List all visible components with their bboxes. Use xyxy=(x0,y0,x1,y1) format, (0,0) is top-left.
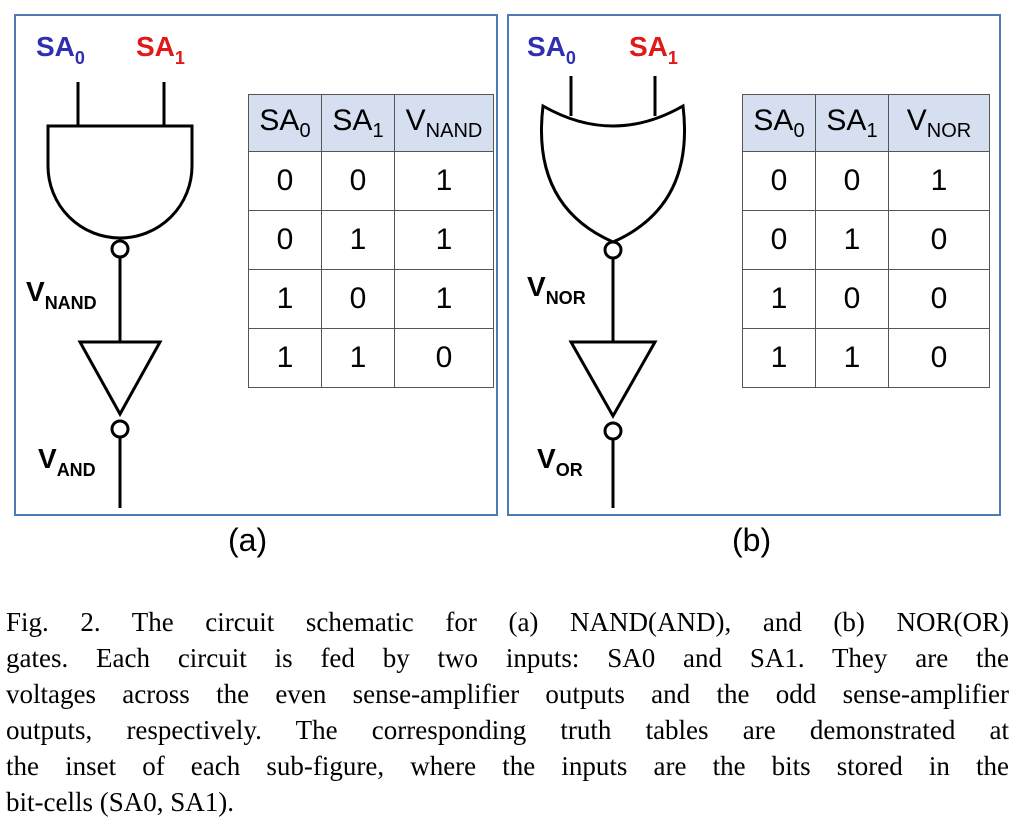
sa0-label: SA0 xyxy=(527,31,576,68)
table-cell: 1 xyxy=(815,210,889,270)
inverter-bubble xyxy=(110,419,130,439)
caption-line: Fig. 2. The circuit schematic for (a) NA… xyxy=(6,607,1009,637)
header-sa1: SA1 xyxy=(321,94,395,152)
inverter-gate xyxy=(77,340,163,418)
table-cell: 1 xyxy=(394,151,494,211)
table-cell: 0 xyxy=(742,210,816,270)
table-cell: 1 xyxy=(394,210,494,270)
nor-bubble xyxy=(603,240,623,260)
table-cell: 0 xyxy=(394,328,494,388)
subfigure-label-a: (a) xyxy=(228,522,268,558)
caption-line: the inset of each sub-figure, where the … xyxy=(6,751,1009,781)
table-cell: 0 xyxy=(888,210,990,270)
table-cell: 0 xyxy=(321,151,395,211)
table-header-row: SA0 SA1 VNAND xyxy=(248,94,494,152)
caption-line: bit-cells (SA0, SA1). xyxy=(6,787,234,817)
table-cell: 0 xyxy=(888,328,990,388)
table-cell: 0 xyxy=(742,151,816,211)
table-cell: 0 xyxy=(888,269,990,329)
caption-line: voltages across the even sense-amplifier… xyxy=(6,679,1009,709)
subfigure-label-b: (b) xyxy=(732,522,772,558)
table-cell: 1 xyxy=(248,328,322,388)
table-cell: 1 xyxy=(742,328,816,388)
sa0-label: SA0 xyxy=(36,31,85,68)
table-cell: 0 xyxy=(248,151,322,211)
sa1-label: SA1 xyxy=(136,31,185,68)
header-sa0: SA0 xyxy=(742,94,816,152)
nand-bubble xyxy=(110,239,130,259)
header-vnor: VNOR xyxy=(888,94,990,152)
inverter-bubble xyxy=(603,421,623,441)
figure-caption: Fig. 2. The circuit schematic for (a) NA… xyxy=(6,604,1009,820)
header-sa0: SA0 xyxy=(248,94,322,152)
vnor-label: VNOR xyxy=(527,271,586,308)
nor-or-schematic: SA0 SA1 VNOR VOR xyxy=(527,31,687,508)
nor-gate xyxy=(539,103,687,244)
header-vnand: VNAND xyxy=(394,94,494,152)
table-cell: 1 xyxy=(394,269,494,329)
table-cell: 1 xyxy=(321,210,395,270)
table-cell: 1 xyxy=(742,269,816,329)
vor-label: VOR xyxy=(537,443,583,480)
nand-and-schematic: SA0 SA1 VNAND VAND xyxy=(26,31,194,508)
table-cell: 0 xyxy=(815,269,889,329)
caption-line: outputs, respectively. The corresponding… xyxy=(6,715,1009,745)
table-cell: 1 xyxy=(888,151,990,211)
table-cell: 0 xyxy=(815,151,889,211)
sa1-label: SA1 xyxy=(629,31,678,68)
inverter-gate xyxy=(568,340,658,420)
table-cell: 0 xyxy=(321,269,395,329)
table-cell: 1 xyxy=(815,328,889,388)
vand-label: VAND xyxy=(38,443,96,480)
table-cell: 1 xyxy=(248,269,322,329)
caption-line: gates. Each circuit is fed by two inputs… xyxy=(6,643,1009,673)
table-header-row: SA0 SA1 VNOR xyxy=(742,94,990,152)
table-cell: 0 xyxy=(248,210,322,270)
nand-gate xyxy=(46,124,194,240)
table-cell: 1 xyxy=(321,328,395,388)
header-sa1: SA1 xyxy=(815,94,889,152)
vnand-label: VNAND xyxy=(26,276,97,313)
